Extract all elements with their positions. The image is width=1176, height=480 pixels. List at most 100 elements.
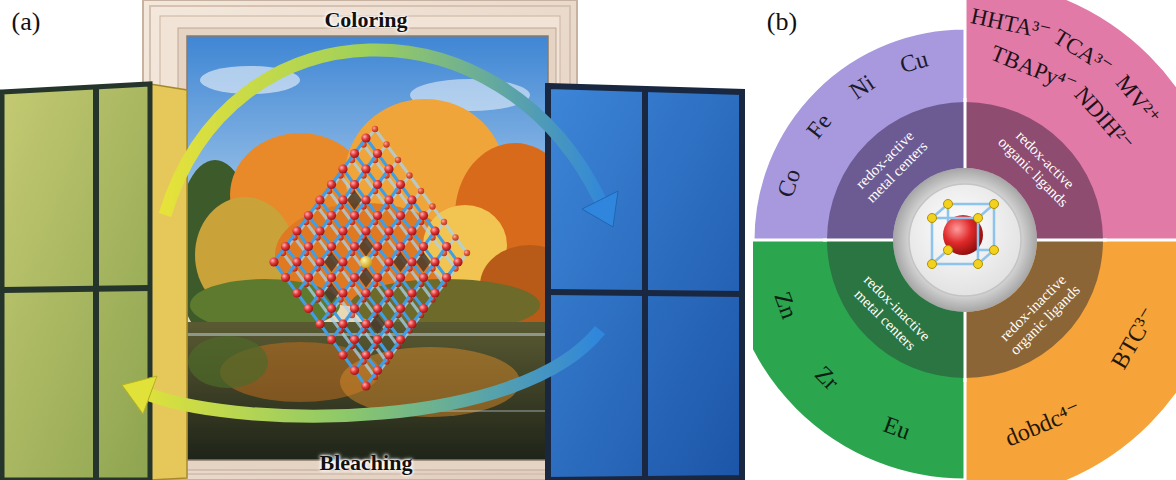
lattice-center [360, 256, 372, 268]
unit-cell-icon [990, 200, 999, 209]
lattice-rod [283, 253, 375, 377]
lattice-rod [352, 222, 444, 346]
unit-cell-icon [990, 246, 999, 255]
left-shutter [2, 84, 187, 480]
lattice-node [396, 335, 405, 344]
lattice-rod [375, 129, 467, 253]
lattice-node [327, 335, 336, 344]
mof-lattice [269, 126, 470, 391]
lattice-node [315, 195, 324, 204]
lattice-node [419, 242, 428, 251]
coloring-arrow [165, 50, 600, 215]
pore-cluster [324, 283, 339, 303]
unit-cell-icon [974, 214, 983, 223]
lattice-node [407, 195, 416, 204]
lattice-node [373, 180, 382, 189]
lattice-rod [343, 231, 435, 355]
process-label: Coloring [324, 8, 407, 32]
lattice-node [384, 164, 393, 173]
pore-cluster [370, 314, 385, 334]
lattice-node [361, 319, 370, 328]
lattice-back [280, 126, 470, 380]
lattice-node [384, 288, 393, 297]
lattice-node [429, 203, 435, 209]
lattice-node [350, 273, 359, 282]
lattice-node [441, 219, 447, 225]
lattice-rod [309, 185, 401, 309]
lattice-rod [332, 185, 424, 309]
lattice-node [384, 226, 393, 235]
lattice-rod [274, 138, 366, 262]
lattice-rod [364, 238, 456, 362]
lattice-node [292, 257, 301, 266]
lattice-node [338, 288, 347, 297]
lattice-node [373, 366, 382, 375]
bleaching-arrow [122, 330, 600, 416]
bleaching-arrow [122, 376, 157, 414]
lattice-node [350, 242, 359, 251]
lattice-node [373, 335, 382, 344]
lattice-node [361, 226, 370, 235]
unit-cell-icon [928, 200, 999, 269]
lattice-node [350, 366, 359, 375]
lattice-rod [297, 169, 389, 293]
right-shutter [548, 86, 742, 480]
lattice-node [384, 319, 393, 328]
right-shutter [548, 86, 742, 480]
lattice-node [406, 172, 412, 178]
lattice-rod [320, 200, 412, 324]
lattice-rod [329, 191, 421, 315]
lattice-node [269, 257, 278, 266]
unit-cell-icon [928, 214, 937, 223]
lattice-node [327, 273, 336, 282]
lattice-node [304, 273, 313, 282]
landscape-photo [188, 336, 268, 388]
lattice-node [292, 288, 301, 297]
left-shutter [2, 84, 150, 480]
lattice-node [315, 319, 324, 328]
lattice-node [396, 211, 405, 220]
lattice-node [361, 133, 370, 142]
lattice-node [350, 335, 359, 344]
lattice-node [430, 257, 439, 266]
pore-cluster [416, 252, 431, 272]
left-shutter [2, 288, 150, 290]
center-disc [909, 184, 1021, 296]
lattice-rod [343, 169, 435, 293]
lattice-node [407, 288, 416, 297]
lattice-node [315, 288, 324, 297]
lattice-node [338, 164, 347, 173]
lattice-node [396, 273, 405, 282]
lattice-node [430, 288, 439, 297]
lattice-node [384, 350, 393, 359]
lattice-node [281, 273, 290, 282]
right-shutter [548, 292, 742, 294]
lattice-node [442, 242, 451, 251]
lattice-node [292, 226, 301, 235]
lattice-rod [341, 207, 433, 331]
lattice-node [315, 226, 324, 235]
lattice-node [452, 234, 458, 240]
lattice-node [407, 319, 416, 328]
lattice-rod [355, 154, 447, 278]
lattice-node [396, 304, 405, 313]
lattice-node [419, 273, 428, 282]
lattice-rod [318, 207, 410, 331]
lattice-node [361, 381, 370, 390]
lattice-rod [332, 216, 424, 340]
lattice-rod [375, 253, 467, 377]
lattice-node [384, 257, 393, 266]
lattice-node [373, 273, 382, 282]
right-shutter [642, 89, 648, 479]
lattice-node [373, 304, 382, 313]
lattice-node [383, 141, 389, 147]
unit-cell-icon [928, 260, 937, 269]
lattice-node [350, 149, 359, 158]
lattice-node [338, 319, 347, 328]
lattice-node [464, 250, 470, 256]
center-disc [893, 168, 1037, 312]
unit-cell-icon [932, 218, 978, 264]
lattice-rod [286, 154, 378, 278]
lattice-rod [286, 247, 378, 371]
